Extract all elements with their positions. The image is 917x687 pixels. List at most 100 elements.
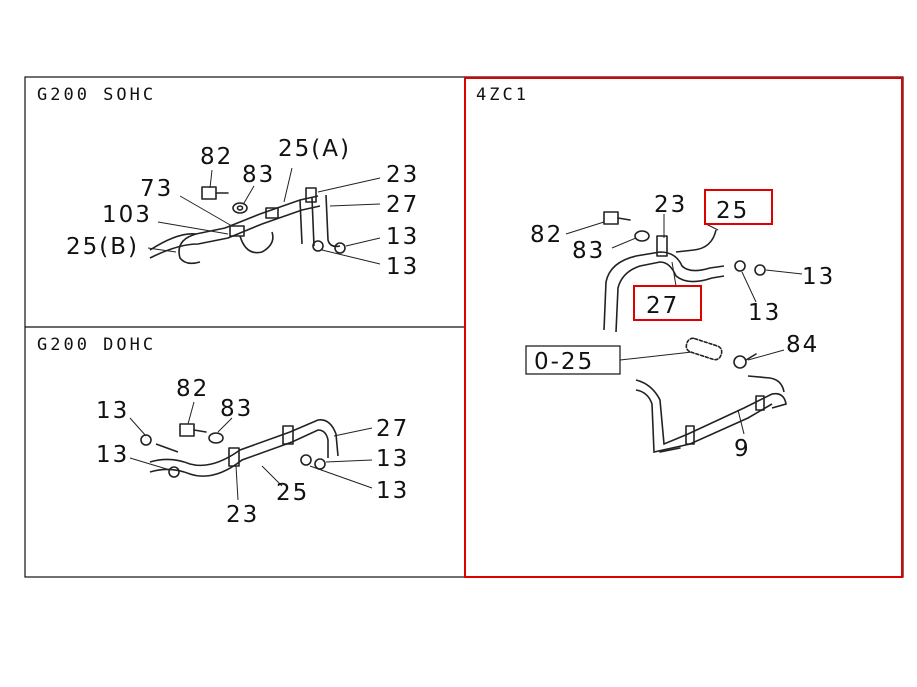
leader-13c	[325, 459, 373, 463]
leader-23	[235, 465, 239, 501]
label-13c: 13	[376, 446, 409, 472]
label-27: 27	[376, 416, 409, 442]
bolt-82-icon	[179, 423, 207, 437]
leader-25b	[147, 247, 177, 253]
pipe-end	[659, 447, 681, 453]
leader-27	[333, 427, 373, 437]
box-27	[633, 285, 702, 321]
clamp-23	[656, 235, 668, 257]
label-13d: 13	[376, 478, 409, 504]
leader-83	[243, 185, 255, 204]
panel-4zc1: 4ZC1	[464, 77, 903, 578]
panel-4zc1-highlight	[464, 77, 903, 578]
leader-82	[209, 169, 213, 189]
label-13b: 13	[748, 300, 781, 326]
label-27: 27	[646, 293, 679, 319]
leader-23	[317, 177, 381, 193]
leader-13a	[765, 269, 803, 275]
leader-13b	[741, 271, 757, 303]
label-25: 25	[276, 480, 309, 506]
hose-25-upper	[603, 251, 725, 331]
label-25b: 25(B)	[66, 234, 139, 260]
hose-25-upper-outline	[615, 261, 725, 333]
panel-title-4zc1: 4ZC1	[476, 85, 529, 105]
hose-25b	[149, 195, 319, 251]
hose-assembly-dohc	[149, 418, 339, 477]
leader-13b	[321, 249, 381, 265]
label-13a: 13	[96, 398, 129, 424]
label-23: 23	[226, 502, 259, 528]
clamp-13-icon	[312, 240, 346, 254]
label-82: 82	[200, 144, 233, 170]
label-83: 83	[220, 396, 253, 422]
washer-83-icon	[208, 432, 224, 444]
label-82: 82	[530, 222, 563, 248]
hose-25-outline	[149, 429, 329, 477]
label-83: 83	[242, 162, 275, 188]
box-0-25	[525, 345, 621, 375]
washer-83-icon	[232, 202, 248, 214]
clamp-13-icon	[140, 434, 326, 478]
clip-84-icon	[733, 353, 757, 369]
hose-branch	[239, 231, 274, 254]
pipe-9-outline	[635, 389, 773, 453]
panel-title-sohc: G200 SOHC	[37, 85, 156, 105]
leader-73	[179, 195, 233, 227]
clamp-mid	[282, 425, 294, 445]
label-73: 73	[140, 176, 173, 202]
label-13a: 13	[802, 264, 835, 290]
bolt-82-icon	[201, 186, 229, 200]
panel-sohc: G200 SOHC	[37, 85, 419, 280]
leader-13d	[309, 465, 373, 489]
pipe-25a-end	[265, 207, 279, 219]
hose-assembly-4zc1	[603, 229, 725, 333]
pipe-assembly-9	[635, 375, 787, 453]
hose-bend-left	[178, 233, 201, 265]
bolt-82-icon	[603, 211, 631, 225]
leader-13a	[129, 417, 147, 437]
hose-25b-outline	[149, 205, 321, 259]
leader-27	[671, 261, 677, 287]
hose-0-25-icon	[685, 337, 723, 361]
leader-25a	[283, 167, 293, 203]
leader-82	[565, 221, 605, 235]
label-83: 83	[572, 238, 605, 264]
label-23: 23	[654, 192, 687, 218]
leader-83	[217, 417, 233, 433]
label-84: 84	[786, 332, 819, 358]
leader-13b	[129, 457, 171, 471]
hose-25	[149, 418, 339, 467]
clamp-13-icon	[734, 260, 766, 276]
washer-83-icon	[634, 230, 650, 242]
label-9: 9	[734, 436, 751, 462]
label-25: 25	[716, 198, 749, 224]
label-103: 103	[102, 202, 152, 228]
label-27: 27	[386, 192, 419, 218]
label-25a: 25(A)	[278, 136, 351, 162]
pipe-9-top	[747, 375, 785, 393]
leader-13a	[345, 237, 381, 247]
clamp-23	[228, 447, 240, 467]
leader-27	[329, 203, 381, 207]
pipe-vertical-23	[299, 197, 315, 247]
leader-103	[157, 221, 229, 235]
label-13a: 13	[386, 224, 419, 250]
panel-dohc: G200 DOHC 82 13	[37, 335, 409, 528]
label-13b: 13	[386, 254, 419, 280]
leader-9	[737, 409, 745, 435]
leader-84	[747, 349, 785, 361]
label-0-25: 0-25	[534, 349, 594, 375]
hose-25-top	[675, 229, 717, 253]
label-82: 82	[176, 376, 209, 402]
leader-82	[187, 401, 195, 425]
label-13b: 13	[96, 442, 129, 468]
pipe-bracket	[685, 425, 695, 445]
hose-27	[325, 194, 341, 248]
leader-83	[611, 237, 637, 249]
clip-73	[229, 225, 245, 237]
hose-assembly-sohc	[149, 187, 341, 265]
leader-0-25	[619, 351, 693, 361]
panel-title-dohc: G200 DOHC	[37, 335, 156, 355]
clamp-23	[305, 187, 317, 203]
